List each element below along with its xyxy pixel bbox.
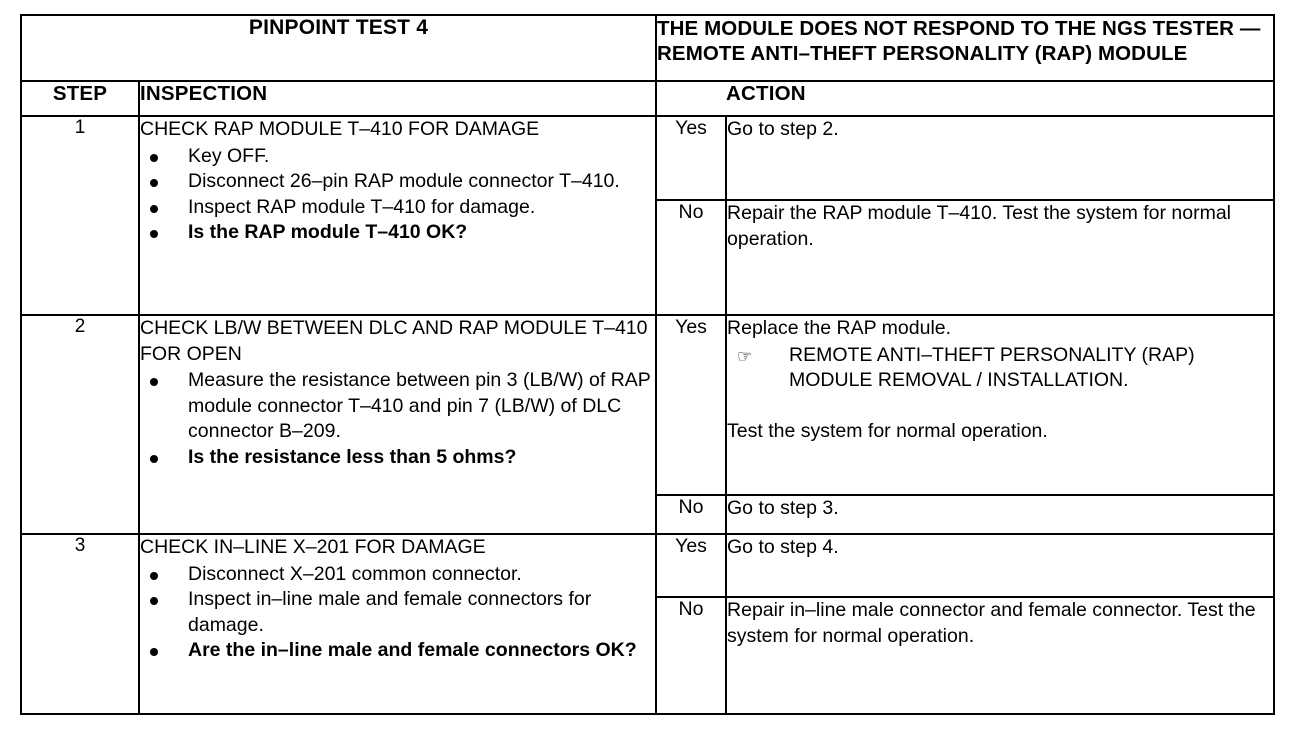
action-text: Go to step 4. <box>727 536 839 558</box>
spacer <box>727 394 1273 419</box>
column-header-inspection: INSPECTION <box>137 80 658 117</box>
table-row: 2 CHECK LB/W BETWEEN DLC AND RAP MODULE … <box>20 314 1276 535</box>
pinpoint-test-label: PINPOINT TEST 4 <box>19 14 658 82</box>
answer-label-yes: Yes <box>655 533 728 598</box>
list-item: Are the in–line male and female connecto… <box>140 638 655 664</box>
column-header-action-spacer <box>655 80 727 117</box>
inspection-bullet-list: Key OFF. Disconnect 26–pin RAP module co… <box>140 144 655 246</box>
list-item: Key OFF. <box>140 144 655 170</box>
action-yes: Go to step 2. <box>725 115 1276 201</box>
action-text: Repair in–line male connector and female… <box>727 599 1256 647</box>
table-row: 3 CHECK IN–LINE X–201 FOR DAMAGE Disconn… <box>20 533 1276 715</box>
column-header-action: ACTION <box>726 80 1276 117</box>
pinpoint-test-table: PINPOINT TEST 4 THE MODULE DOES NOT RESP… <box>19 14 1276 715</box>
inspection-heading: CHECK LB/W BETWEEN DLC AND RAP MODULE T–… <box>140 317 648 365</box>
action-text: Replace the RAP module. <box>727 317 952 339</box>
pinpoint-test-subject: THE MODULE DOES NOT RESPOND TO THE NGS T… <box>655 14 1276 82</box>
list-item: Measure the resistance between pin 3 (LB… <box>140 368 655 445</box>
inspection-bullet-list: Measure the resistance between pin 3 (LB… <box>140 368 655 470</box>
step-inspection: CHECK IN–LINE X–201 FOR DAMAGE Disconnec… <box>137 533 658 715</box>
action-no: Repair in–line male connector and female… <box>725 596 1276 715</box>
step-number: 1 <box>20 115 140 316</box>
list-item: Is the RAP module T–410 OK? <box>140 220 655 246</box>
pointing-hand-icon: ☞ <box>737 346 753 366</box>
table-row: 1 CHECK RAP MODULE T–410 FOR DAMAGE Key … <box>20 115 1276 316</box>
action-reference-note: ☞ REMOTE ANTI–THEFT PERSONALITY (RAP) MO… <box>727 343 1273 394</box>
action-footer-text: Test the system for normal operation. <box>727 419 1048 442</box>
list-item: Disconnect 26–pin RAP module connector T… <box>140 169 655 195</box>
action-yes: Go to step 4. <box>725 533 1276 598</box>
list-item: Is the resistance less than 5 ohms? <box>140 445 655 471</box>
step-inspection: CHECK RAP MODULE T–410 FOR DAMAGE Key OF… <box>137 115 658 316</box>
list-item: Inspect in–line male and female connecto… <box>140 587 655 638</box>
answer-label-no: No <box>655 596 728 715</box>
answer-label-yes: Yes <box>655 314 728 496</box>
action-text: Repair the RAP module T–410. Test the sy… <box>727 202 1232 250</box>
action-text: Go to step 3. <box>727 497 839 519</box>
column-header-step: STEP <box>20 80 140 117</box>
step-inspection: CHECK LB/W BETWEEN DLC AND RAP MODULE T–… <box>137 314 658 535</box>
list-item: Inspect RAP module T–410 for damage. <box>140 195 655 221</box>
answer-label-yes: Yes <box>655 115 728 201</box>
table-row: No Go to step 3. <box>21 494 1276 535</box>
table-title-row: PINPOINT TEST 4 THE MODULE DOES NOT RESP… <box>19 14 1276 82</box>
step-number: 2 <box>20 314 140 535</box>
step-number: 3 <box>20 533 140 715</box>
list-item: Disconnect X–201 common connector. <box>140 562 655 588</box>
table-row: No Repair the RAP module T–410. Test the… <box>21 199 1276 316</box>
answer-label-no: No <box>655 199 728 316</box>
column-header-row: STEP INSPECTION ACTION <box>20 80 1276 117</box>
inspection-heading: CHECK IN–LINE X–201 FOR DAMAGE <box>140 536 486 558</box>
inspection-heading: CHECK RAP MODULE T–410 FOR DAMAGE <box>140 118 540 140</box>
action-no: Repair the RAP module T–410. Test the sy… <box>725 199 1276 316</box>
action-no: Go to step 3. <box>725 494 1276 535</box>
table-row: No Repair in–line male connector and fem… <box>21 596 1276 715</box>
inspection-bullet-list: Disconnect X–201 common connector. Inspe… <box>140 562 655 664</box>
action-yes: Replace the RAP module. ☞ REMOTE ANTI–TH… <box>725 314 1276 496</box>
action-text: Go to step 2. <box>727 118 839 140</box>
answer-label-no: No <box>655 494 728 535</box>
action-reference-text: REMOTE ANTI–THEFT PERSONALITY (RAP) MODU… <box>789 343 1195 392</box>
